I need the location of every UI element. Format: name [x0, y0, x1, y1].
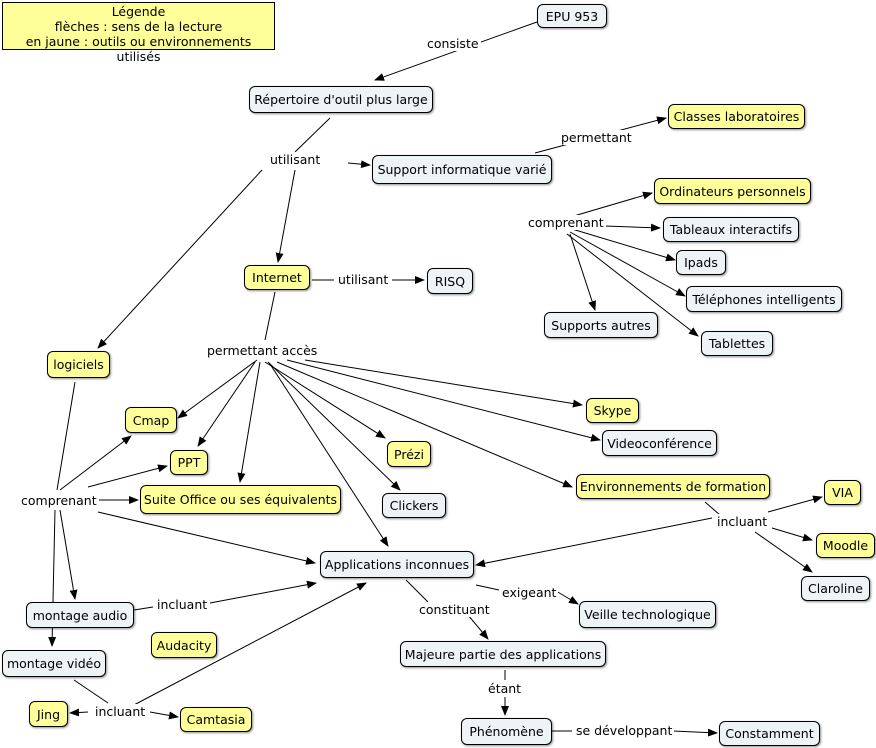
legend-line-yellow: en jaune : outils ou environnements util… [25, 34, 252, 64]
node-tablettes[interactable]: Tablettes [701, 331, 773, 356]
link-comprenant-2: comprenant [19, 493, 99, 508]
link-incluant-2: incluant [155, 597, 210, 612]
link-exigeant: exigeant [500, 585, 559, 600]
line-connector [133, 606, 154, 611]
node-applications-inconnues[interactable]: Applications inconnues [320, 551, 474, 578]
arrow-connector [59, 435, 132, 491]
arrow-connector [59, 509, 78, 600]
node-videoconference[interactable]: Videoconférence [602, 430, 717, 456]
arrow-connector [771, 527, 813, 542]
arrow-connector [604, 223, 661, 232]
node-epu-953[interactable]: EPU 953 [537, 4, 607, 28]
node-clickers[interactable]: Clickers [382, 493, 446, 518]
link-permettant-acces: permettant accès [205, 343, 320, 358]
line-connector [475, 584, 500, 591]
arrow-connector [286, 359, 601, 442]
arrow-connector [197, 361, 256, 447]
line-connector [704, 501, 721, 516]
link-etant: étant [486, 681, 524, 696]
arrow-connector [672, 728, 718, 737]
node-classes-laboratoires[interactable]: Classes laboratoires [668, 104, 805, 129]
arrow-connector [566, 191, 653, 219]
line-connector [73, 679, 109, 704]
arrow-connector [237, 361, 261, 483]
arrow-connector [275, 169, 296, 263]
arrow-connector [566, 233, 699, 337]
legend-title: Légende [111, 4, 166, 19]
arrow-connector [767, 495, 823, 513]
node-cmap[interactable]: Cmap [125, 407, 177, 433]
arrow-connector [304, 359, 583, 408]
node-skype[interactable]: Skype [586, 398, 639, 423]
line-connector [405, 579, 429, 603]
arrow-connector [269, 363, 389, 547]
arrow-connector [87, 464, 168, 488]
node-environnements-formation[interactable]: Environnements de formation [576, 474, 770, 499]
link-consiste: consiste [425, 36, 481, 51]
node-phenomene[interactable]: Phénomène [461, 718, 552, 745]
link-incluant-3: incluant [93, 704, 148, 719]
node-montage-video[interactable]: montage vidéo [2, 650, 106, 677]
node-internet[interactable]: Internet [244, 265, 310, 290]
arrow-connector [467, 614, 489, 640]
arrow-connector [209, 580, 317, 604]
node-tableaux-interactifs[interactable]: Tableaux interactifs [663, 217, 799, 242]
node-jing[interactable]: Jing [29, 701, 68, 727]
arrow-connector [276, 361, 573, 488]
arrow-connector [264, 361, 386, 439]
node-audacity[interactable]: Audacity [151, 632, 217, 658]
node-constamment[interactable]: Constamment [719, 721, 820, 746]
arrow-connector [97, 511, 316, 565]
link-se-developpant: se développant [574, 723, 675, 738]
link-constituant: constituant [417, 602, 492, 617]
node-suite-office[interactable]: Suite Office ou ses équivalents [140, 485, 341, 514]
node-veille-technologique[interactable]: Veille technologique [579, 601, 716, 628]
node-supports-autres[interactable]: Supports autres [544, 312, 658, 338]
node-ordinateurs-personnels[interactable]: Ordinateurs personnels [654, 178, 811, 204]
node-majeure-partie[interactable]: Majeure partie des applications [400, 641, 606, 667]
link-utilisant-2: utilisant [336, 272, 391, 287]
link-incluant-1: incluant [715, 514, 770, 529]
link-comprenant-1: comprenant [526, 215, 606, 230]
arrow-connector [347, 160, 371, 169]
arrow-connector [97, 169, 263, 349]
node-moodle[interactable]: Moodle [816, 533, 875, 558]
node-risq[interactable]: RISQ [427, 268, 473, 294]
arrow-connector [571, 228, 676, 262]
arrow-connector [555, 590, 579, 605]
legend-line-arrows: flèches : sens de la lecture [54, 19, 223, 34]
arrow-connector [149, 711, 179, 720]
node-montage-audio[interactable]: montage audio [26, 602, 134, 628]
node-support-informatique[interactable]: Support informatique varié [372, 155, 552, 184]
line-connector [56, 381, 76, 491]
arrow-connector [569, 233, 596, 311]
node-logiciels[interactable]: logiciels [47, 351, 110, 378]
legend-box: Légende flèches : sens de la lecture en … [2, 2, 275, 64]
arrow-connector [374, 21, 538, 81]
arrow-connector [754, 531, 813, 573]
node-prezi[interactable]: Prézi [387, 441, 431, 467]
node-telephones-intelligents[interactable]: Téléphones intelligents [686, 286, 842, 312]
arrow-connector [131, 582, 367, 707]
arrow-connector [267, 361, 401, 491]
arrow-connector [177, 359, 258, 419]
line-connector [294, 117, 331, 153]
node-via[interactable]: VIA [824, 480, 861, 505]
arrow-connector [569, 231, 686, 297]
arrow-connector [475, 517, 713, 568]
node-ipads[interactable]: Ipads [676, 250, 726, 275]
link-permettant: permettant [559, 130, 634, 145]
node-camtasia[interactable]: Camtasia [180, 707, 252, 732]
arrow-connector [69, 708, 89, 717]
link-utilisant-1: utilisant [268, 152, 323, 167]
node-repertoire[interactable]: Répertoire d'outil plus large [249, 86, 433, 113]
line-connector [264, 291, 276, 341]
node-claroline[interactable]: Claroline [801, 576, 870, 601]
node-ppt[interactable]: PPT [170, 450, 208, 475]
